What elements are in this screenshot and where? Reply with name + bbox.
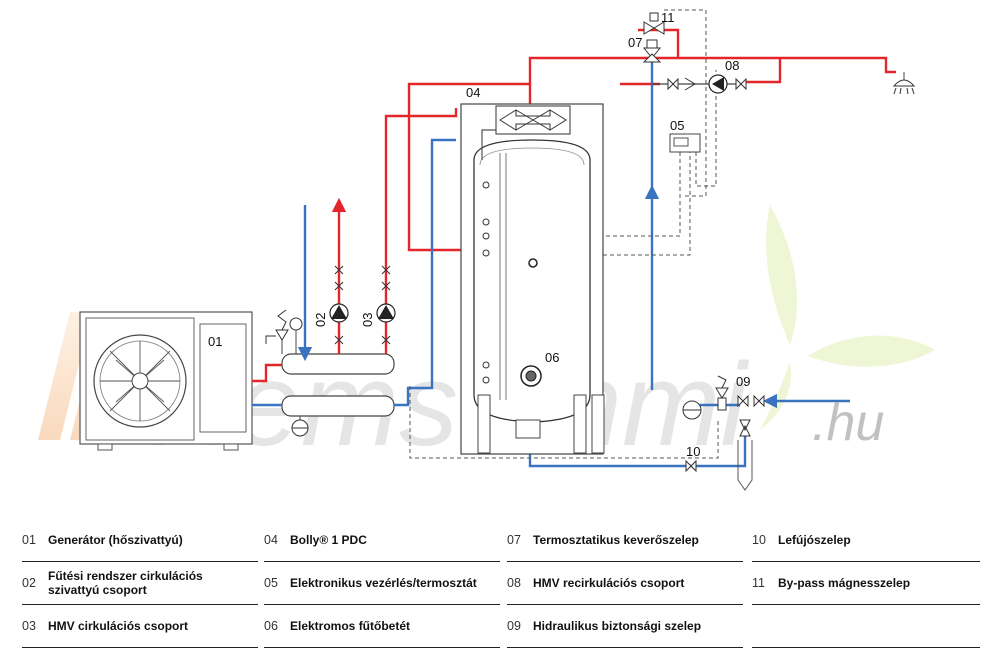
safety-valve-heating-icon (265, 309, 303, 354)
label-11: 11 (661, 10, 675, 25)
label-05: 05 (670, 118, 684, 133)
legend-item: 01 Generátor (hőszivattyú) (22, 519, 258, 562)
watermark-leaf-icon (760, 205, 935, 430)
heat-pump-unit: 01 (79, 311, 253, 451)
legend-text: Lefújószelep (778, 533, 851, 547)
legend-number: 03 (22, 619, 36, 633)
hydraulic-safety-valve-09: 09 (682, 374, 765, 491)
watermark-tld: .hu (812, 394, 884, 452)
label-09: 09 (736, 374, 750, 389)
control-wiring (409, 9, 719, 459)
legend-table: 01 Generátor (hőszivattyú) 04 Bolly® 1 P… (0, 519, 1000, 654)
legend-item: 02 Fűtési rendszer cirkulációs szivattyú… (22, 562, 258, 605)
legend-text: Elektromos fűtőbetét (290, 619, 411, 633)
heat-exchanger-icon (495, 105, 571, 135)
pump-group-03: 03 (360, 265, 396, 345)
legend-text: Elektronikus vezérlés/termosztát (290, 576, 477, 590)
legend-row: 01 Generátor (hőszivattyú) 04 Bolly® 1 P… (0, 519, 1000, 562)
shower-head-icon (892, 72, 916, 95)
label-08: 08 (725, 58, 739, 73)
legend-item: 06 Elektromos fűtőbetét (264, 605, 500, 648)
recirculation-group-08: 08 (652, 58, 747, 94)
legend-number: 06 (264, 619, 278, 633)
hydraulic-diagram: Nemsemmi .hu 01 (38, 9, 935, 491)
legend-row: 02 Fűtési rendszer cirkulációs szivattyú… (0, 562, 1000, 605)
label-03: 03 (360, 313, 375, 327)
legend-number: 09 (507, 619, 521, 633)
legend-item: 03 HMV cirkulációs csoport (22, 605, 258, 648)
legend-item: 08 HMV recirkulációs csoport (507, 562, 743, 605)
legend-item: 07 Termosztatikus keverőszelep (507, 519, 743, 562)
expansion-vessel-icon (291, 416, 309, 437)
legend-number: 11 (752, 576, 765, 590)
label-02: 02 (313, 313, 328, 327)
legend-text: Fűtési rendszer cirkulációs szivattyú cs… (48, 569, 203, 597)
legend-number: 02 (22, 576, 36, 590)
legend-text: Generátor (hőszivattyú) (48, 533, 183, 547)
legend-item: 10 Lefújószelep (752, 519, 980, 562)
legend-item: 09 Hidraulikus biztonsági szelep (507, 605, 743, 648)
legend-row: 03 HMV cirkulációs csoport 06 Elektromos… (0, 605, 1000, 648)
legend-number: 01 (22, 533, 36, 547)
legend-text: HMV cirkulációs csoport (48, 619, 189, 633)
legend-number: 04 (264, 533, 278, 547)
label-06: 06 (545, 350, 559, 365)
label-04: 04 (466, 85, 480, 100)
label-01: 01 (208, 334, 222, 349)
storage-tank: 04 (460, 85, 605, 455)
blow-off-valve-10: 10 (685, 444, 700, 473)
legend-text: HMV recirkulációs csoport (533, 576, 685, 590)
legend-item (752, 605, 980, 648)
bypass-solenoid-valve-11: 11 (643, 10, 675, 35)
heating-element-icon: 06 (520, 350, 559, 387)
legend-item: 04 Bolly® 1 PDC (264, 519, 500, 562)
legend-number: 08 (507, 576, 521, 590)
mixing-valve-07: 07 (628, 35, 662, 63)
legend-text: Hidraulikus biztonsági szelep (533, 619, 702, 633)
legend-number: 10 (752, 533, 766, 547)
legend-number: 05 (264, 576, 278, 590)
hot-water-lines (252, 28, 896, 383)
legend-text: Bolly® 1 PDC (290, 533, 367, 547)
legend-item: 05 Elektronikus vezérlés/termosztát (264, 562, 500, 605)
label-07: 07 (628, 35, 642, 50)
label-10: 10 (686, 444, 700, 459)
manifold-return (281, 395, 395, 417)
legend-number: 07 (507, 533, 521, 547)
legend-item: 11 By-pass mágnesszelep (752, 562, 980, 605)
thermostat-controller: 05 (669, 118, 701, 153)
pump-group-02: 02 (313, 265, 349, 345)
heat-pump-fan-icon (93, 334, 187, 428)
legend-text: Termosztatikus keverőszelep (533, 533, 699, 547)
cold-water-lines (252, 56, 850, 468)
legend-text: By-pass mágnesszelep (778, 576, 911, 590)
manifold-supply (281, 353, 395, 375)
